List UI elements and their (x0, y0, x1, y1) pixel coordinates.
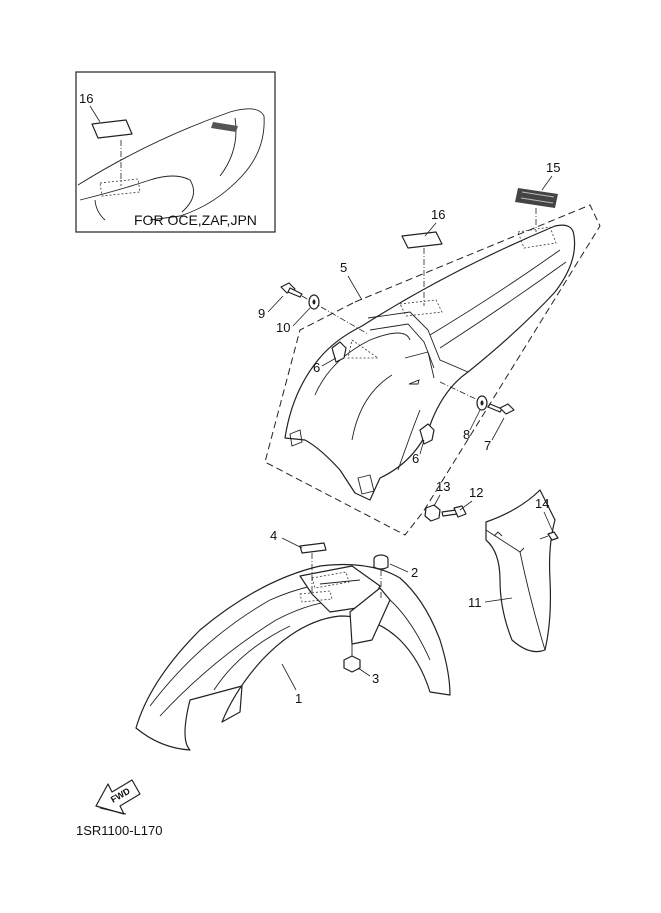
collar-2 (373, 554, 389, 598)
label-4 (299, 542, 327, 592)
screw-14 (539, 531, 559, 541)
callout-15: 15 (546, 160, 560, 175)
callout-13: 13 (436, 479, 450, 494)
callout-8: 8 (463, 427, 470, 442)
diagram-code: 1SR1100-L170 (76, 823, 163, 838)
callout-16-inset: 16 (79, 91, 93, 106)
front-fender (135, 563, 451, 751)
callout-12: 12 (469, 485, 483, 500)
rear-fender (284, 224, 576, 501)
callout-2: 2 (411, 565, 418, 580)
fwd-arrow-icon: FWD (95, 779, 141, 815)
bolt-12 (441, 505, 467, 518)
callout-7: 7 (484, 438, 491, 453)
callout-5: 5 (340, 260, 347, 275)
emblem-15 (515, 188, 558, 232)
callout-3: 3 (372, 671, 379, 686)
inset-note: FOR OCE,ZAF,JPN (134, 212, 257, 228)
mud-flap (485, 489, 556, 653)
callout-9: 9 (258, 306, 265, 321)
callout-14: 14 (535, 496, 549, 511)
callout-10: 10 (276, 320, 290, 335)
callout-4: 4 (270, 528, 277, 543)
bolt-9 (280, 282, 369, 335)
washer-8 (439, 381, 488, 411)
bolt-7 (487, 403, 515, 415)
rear-fender-group (264, 204, 601, 536)
nut-13 (424, 504, 441, 522)
callout-16: 16 (431, 207, 445, 222)
inset-box: 16 FOR OCE,ZAF,JPN (75, 71, 276, 233)
callout-1: 1 (295, 691, 302, 706)
yamaha-emblem-small (211, 122, 238, 132)
callout-6-left: 6 (313, 360, 320, 375)
callout-6-right: 6 (412, 451, 419, 466)
bolt-3 (343, 640, 361, 673)
clip-nut-6-left (331, 341, 347, 363)
washer-10 (308, 294, 320, 310)
label-16 (401, 231, 443, 306)
callout-11: 11 (468, 595, 482, 610)
label-16-inset-shape (91, 119, 133, 139)
